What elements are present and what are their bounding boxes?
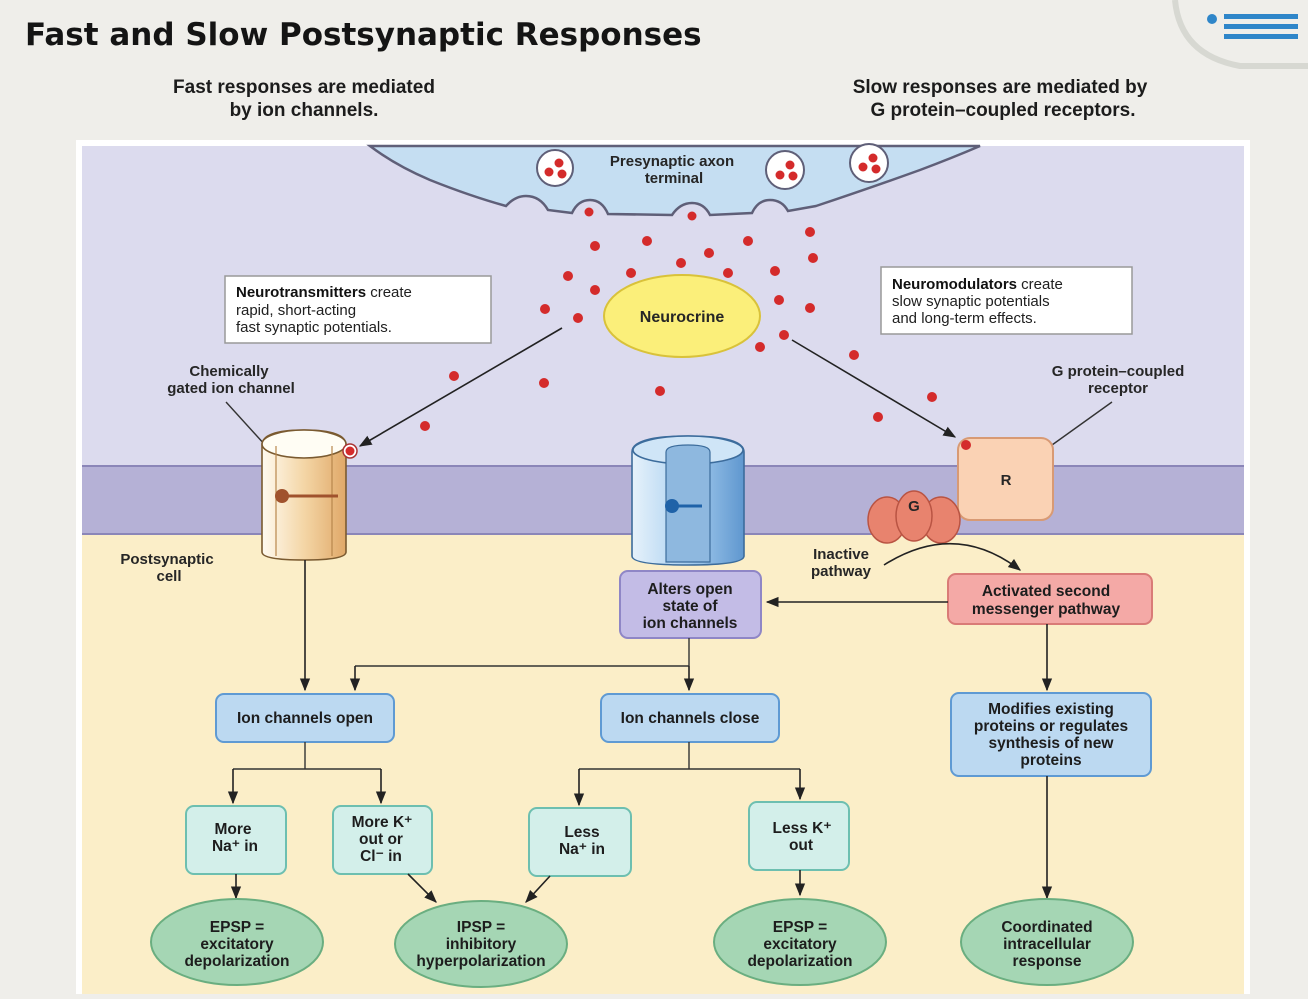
svg-text:out or: out or: [359, 831, 403, 848]
activated-second-messenger-box: Activated second messenger pathway: [947, 573, 1153, 625]
neurotransmitter-molecules: [420, 227, 937, 431]
svg-text:Neuromodulators create: Neuromodulators create: [892, 276, 1063, 293]
gprotein-letter: G: [908, 498, 920, 515]
svg-text:Less: Less: [564, 824, 599, 841]
svg-text:EPSP =: EPSP =: [773, 919, 827, 936]
svg-text:depolarization: depolarization: [747, 953, 852, 970]
svg-text:proteins: proteins: [1020, 752, 1081, 769]
svg-text:Na⁺ in: Na⁺ in: [559, 841, 605, 858]
svg-text:Coordinated: Coordinated: [1001, 919, 1092, 936]
gpcr-label-2: receptor: [1088, 380, 1148, 397]
more-na-box: More Na⁺ in: [185, 805, 287, 875]
svg-text:slow synaptic potentials: slow synaptic potentials: [892, 293, 1050, 310]
arrow-inactive-to-activated: [883, 542, 1022, 571]
neurocrine-ellipse: [603, 274, 761, 358]
modifies-proteins-box: Modifies existing proteins or regulates …: [950, 692, 1152, 777]
neurocrine-label: Neurocrine: [640, 309, 725, 326]
svg-text:synthesis of new: synthesis of new: [989, 735, 1115, 752]
presynaptic-label-2: terminal: [645, 170, 703, 187]
subtitle-left-2: by ion channels.: [230, 100, 379, 121]
svg-text:EPSP =: EPSP =: [210, 919, 264, 936]
subtitle-left-1: Fast responses are mediated: [173, 77, 435, 98]
inactive-label-1: Inactive: [813, 546, 869, 563]
page-title: Fast and Slow Postsynaptic Responses: [25, 17, 702, 53]
svg-text:and long-term effects.: and long-term effects.: [892, 310, 1037, 327]
less-na-box: Less Na⁺ in: [528, 807, 632, 877]
svg-text:Cl⁻ in: Cl⁻ in: [360, 848, 402, 865]
receptor-letter: R: [1001, 472, 1012, 489]
ion-channels-close-box: Ion channels close: [600, 693, 780, 743]
presynaptic-label-1: Presynaptic axon: [610, 153, 734, 170]
svg-text:inhibitory: inhibitory: [446, 936, 517, 953]
svg-text:response: response: [1013, 953, 1082, 970]
ion-channels-open-box: Ion channels open: [215, 693, 395, 743]
svg-text:rapid, short-acting: rapid, short-acting: [236, 302, 356, 319]
svg-text:messenger pathway: messenger pathway: [972, 601, 1121, 618]
gpcr-label-1: G protein–coupled: [1052, 363, 1185, 380]
svg-text:proteins or regulates: proteins or regulates: [974, 718, 1128, 735]
svg-text:Alters open: Alters open: [647, 581, 732, 598]
svg-text:fast synaptic potentials.: fast synaptic potentials.: [236, 319, 392, 336]
epsp-ellipse-left: EPSP = excitatory depolarization: [150, 898, 324, 986]
chem-gated-label-2: gated ion channel: [167, 380, 295, 397]
postsynaptic-label-1: Postsynaptic: [120, 551, 213, 568]
svg-text:More: More: [214, 821, 251, 838]
menu-icon[interactable]: [1172, 0, 1308, 69]
neuromodulators-note: Neuromodulators create slow synaptic pot…: [880, 266, 1133, 335]
ipsp-ellipse: IPSP = inhibitory hyperpolarization: [394, 900, 568, 988]
svg-text:Less K⁺: Less K⁺: [772, 820, 831, 837]
postsynaptic-label-2: cell: [156, 568, 181, 585]
svg-text:depolarization: depolarization: [184, 953, 289, 970]
neurotransmitters-note: Neurotransmitters create rapid, short-ac…: [224, 275, 492, 344]
svg-text:Activated second: Activated second: [982, 583, 1110, 600]
g-protein: G: [867, 490, 961, 544]
g-protein-coupled-receptor: R: [957, 437, 1054, 521]
presynaptic-terminal: Presynaptic axon terminal: [366, 143, 981, 221]
svg-text:Neurotransmitters create: Neurotransmitters create: [236, 284, 412, 301]
svg-text:IPSP =: IPSP =: [457, 919, 505, 936]
svg-text:intracellular: intracellular: [1003, 936, 1091, 953]
arrow-to-ion-channel: [358, 327, 563, 447]
arrow-to-gpcr: [791, 339, 957, 438]
alters-state-box: Alters open state of ion channels: [619, 570, 762, 639]
svg-text:excitatory: excitatory: [763, 936, 837, 953]
svg-text:Modifies existing: Modifies existing: [988, 701, 1114, 718]
inactive-label-2: pathway: [811, 563, 872, 580]
svg-text:Ion channels close: Ion channels close: [621, 710, 760, 727]
svg-text:ion channels: ion channels: [643, 615, 738, 632]
synaptic-vesicle: [849, 143, 889, 183]
svg-text:Ion channels open: Ion channels open: [237, 710, 373, 727]
synaptic-vesicle: [765, 150, 805, 190]
coordinated-response-ellipse: Coordinated intracellular response: [960, 898, 1134, 986]
svg-text:More K⁺: More K⁺: [352, 814, 413, 831]
svg-text:state of: state of: [662, 598, 718, 615]
ion-channel-blue: [631, 435, 745, 566]
more-k-box: More K⁺ out or Cl⁻ in: [332, 805, 433, 875]
epsp-ellipse-right: EPSP = excitatory depolarization: [713, 898, 887, 986]
chem-gated-label-1: Chemically: [189, 363, 269, 380]
svg-text:out: out: [789, 837, 813, 854]
svg-text:excitatory: excitatory: [200, 936, 274, 953]
chemically-gated-ion-channel: [261, 429, 358, 561]
subtitle-right-2: G protein–coupled receptors.: [871, 100, 1136, 121]
svg-text:hyperpolarization: hyperpolarization: [416, 953, 545, 970]
less-k-box: Less K⁺ out: [748, 801, 850, 871]
synaptic-vesicle: [536, 149, 574, 187]
subtitle-right-1: Slow responses are mediated by: [853, 77, 1148, 98]
svg-text:Na⁺ in: Na⁺ in: [212, 838, 258, 855]
